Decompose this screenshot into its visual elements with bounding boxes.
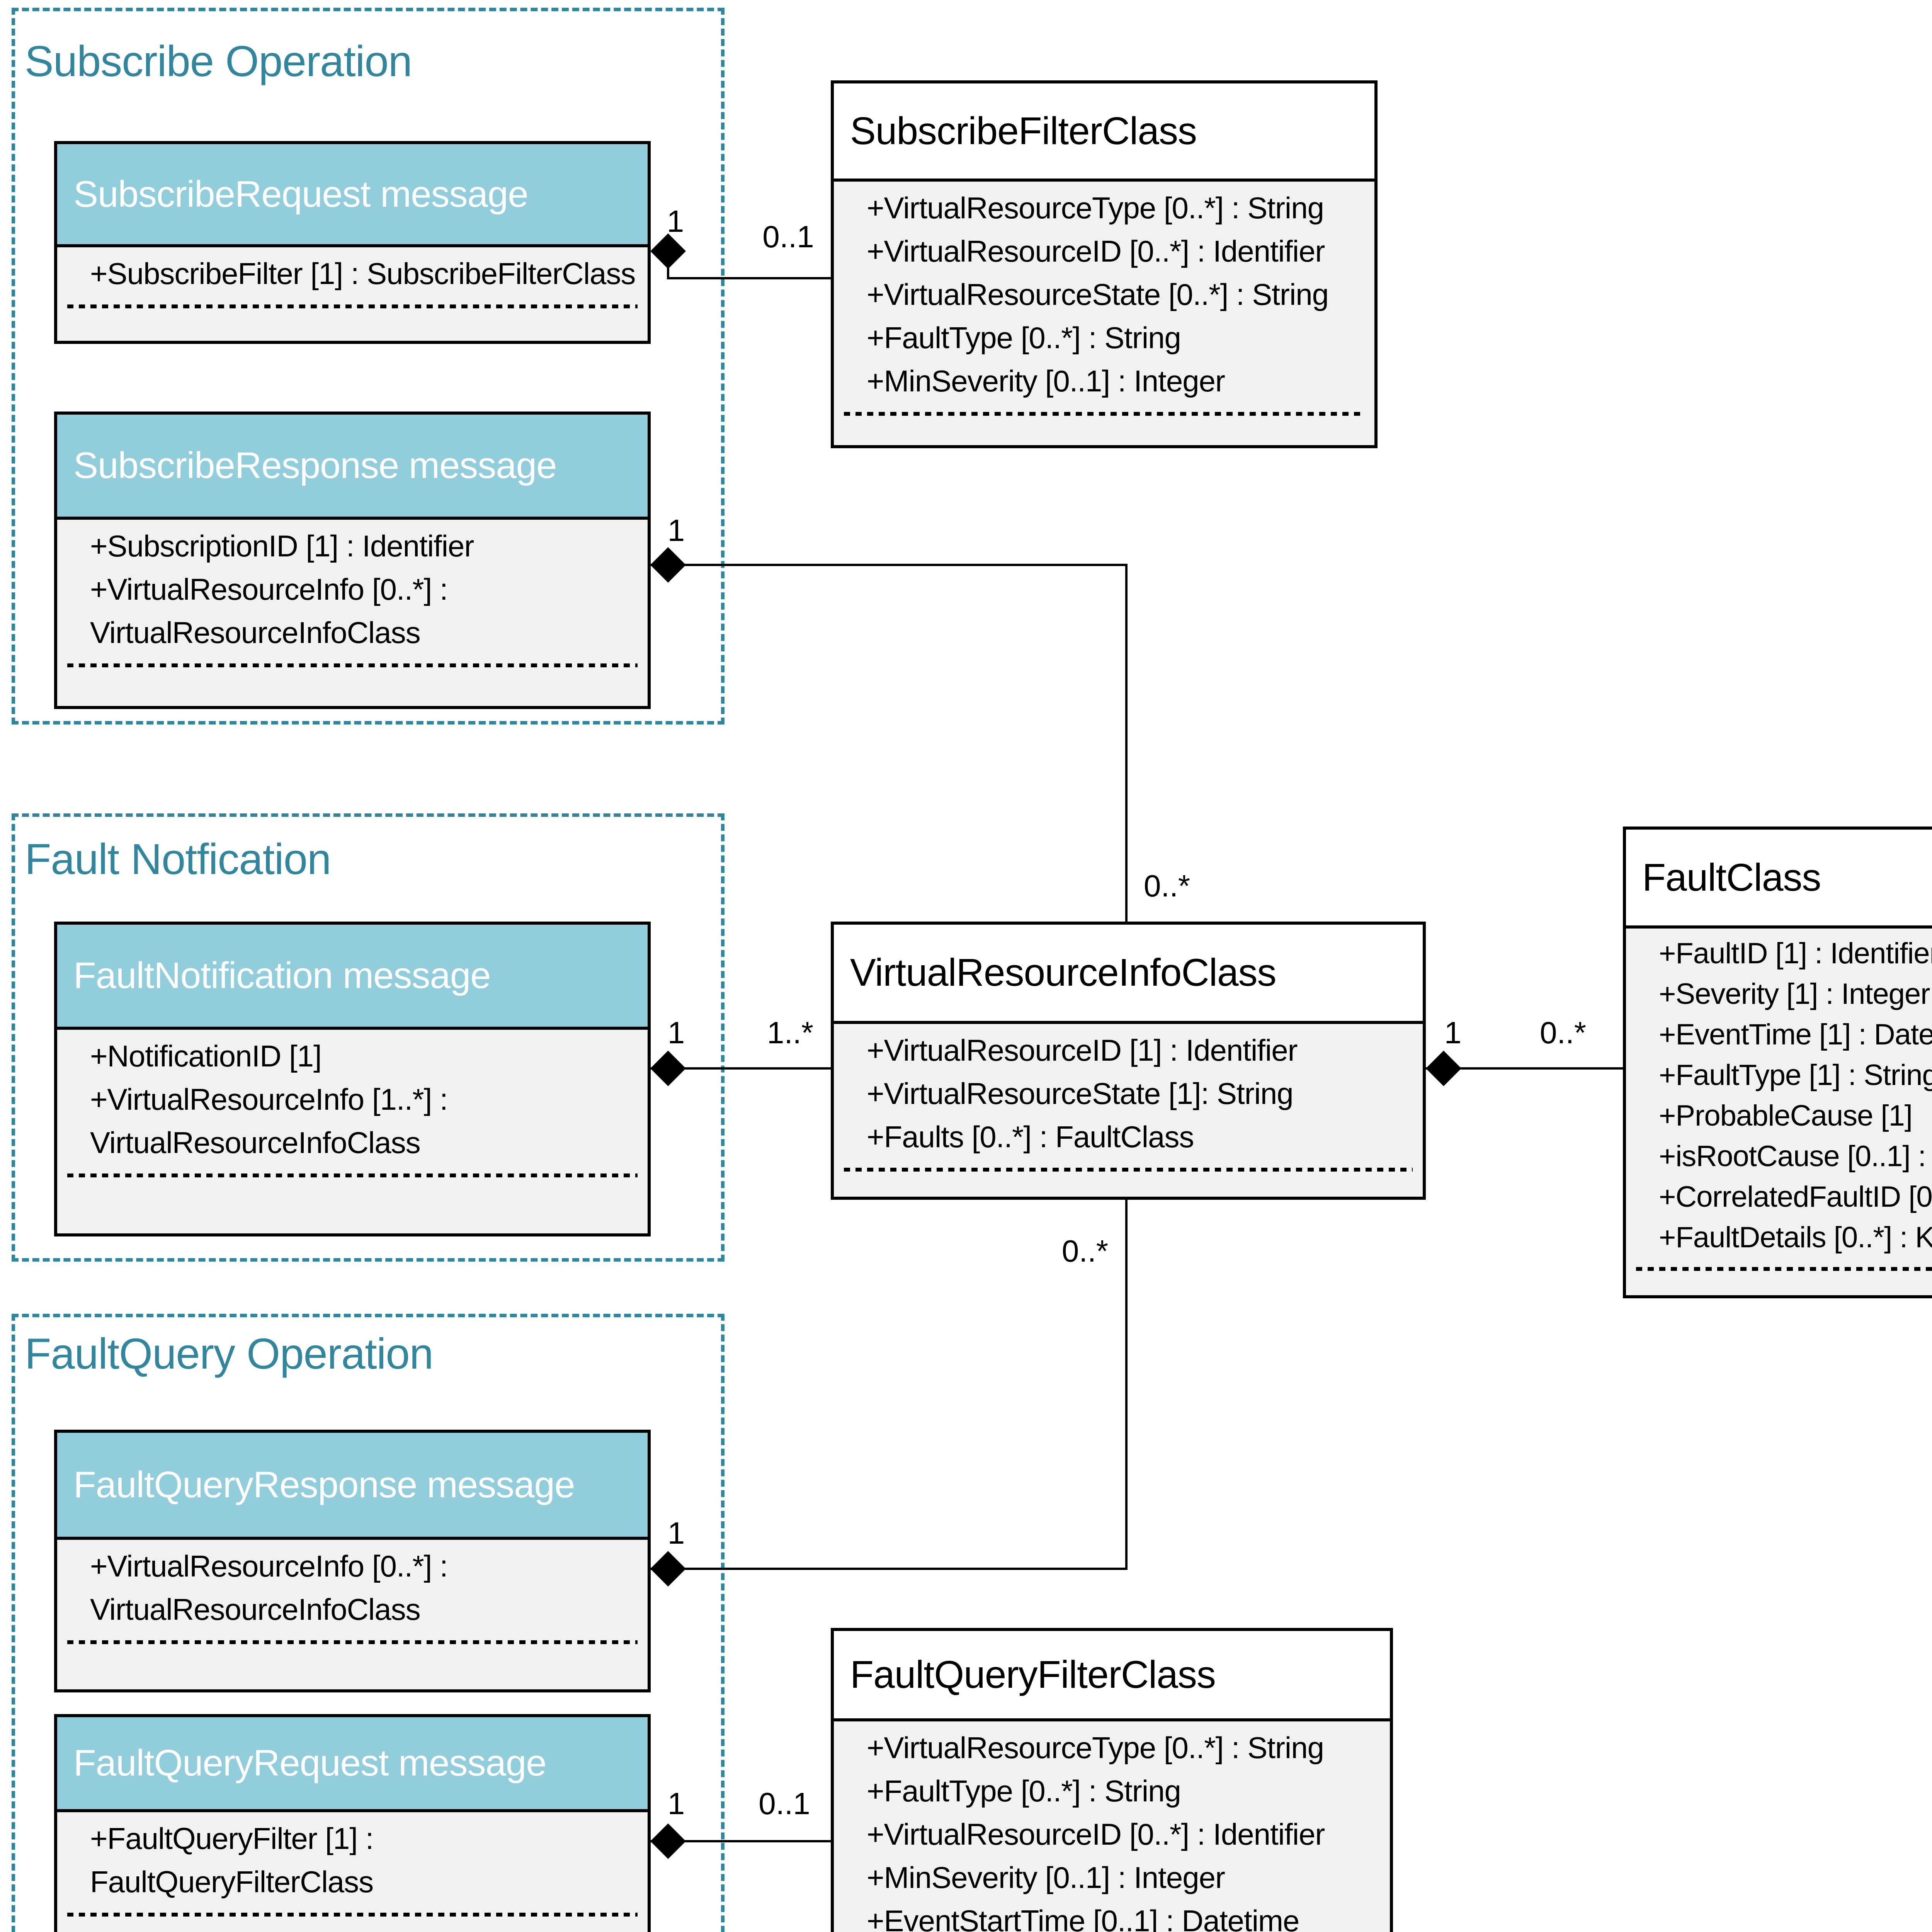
attribute: +Severity [1] : Integer — [1659, 978, 1930, 1010]
multiplicity-label: 0..1 — [762, 219, 814, 254]
multiplicity-label: 0..1 — [759, 1786, 810, 1821]
class-title: VirtualResourceInfoClass — [834, 925, 1423, 1024]
attribute: +VirtualResourceInfo [1..*] : — [90, 1082, 448, 1116]
class-faultquery-response-message: FaultQueryResponse message +VirtualResou… — [54, 1430, 651, 1692]
class-fault-notification-message: FaultNotification message +NotificationI… — [54, 922, 651, 1236]
class-attributes: +SubscriptionID [1] : Identifier +Virtua… — [57, 520, 648, 706]
compartment-divider — [844, 412, 1364, 416]
compartment-divider — [67, 1913, 638, 1917]
attribute: +isRootCause [0..1] : Boolean — [1659, 1140, 1932, 1173]
attribute: +MinSeverity [0..1] : Integer — [867, 1861, 1225, 1895]
compartment-divider — [67, 663, 638, 667]
attribute: VirtualResourceInfoClass — [90, 1592, 421, 1626]
section-title-fault-notification: Fault Notfication — [25, 835, 331, 883]
attribute: +CorrelatedFaultID [0..*] : Identifier — [1659, 1180, 1932, 1213]
class-attributes: +FaultID [1] : Identifier +Severity [1] … — [1626, 929, 1932, 1295]
class-attributes: +SubscribeFilter [1] : SubscribeFilterCl… — [57, 247, 648, 341]
attribute: +SubscribeFilter [1] : SubscribeFilterCl… — [90, 257, 636, 291]
class-faultquery-filter: FaultQueryFilterClass +VirtualResourceTy… — [831, 1628, 1393, 1932]
attribute: +MinSeverity [0..1] : Integer — [867, 364, 1225, 398]
class-virtual-resource-info: VirtualResourceInfoClass +VirtualResourc… — [831, 922, 1426, 1200]
attribute: +FaultID [1] : Identifier — [1659, 937, 1932, 970]
class-title: FaultQueryFilterClass — [834, 1631, 1390, 1721]
composition-diamond-icon — [1426, 1051, 1461, 1086]
class-faultquery-request-message: FaultQueryRequest message +FaultQueryFil… — [54, 1714, 651, 1932]
multiplicity-label: 0..* — [1144, 869, 1190, 903]
section-title-subscribe-operation: Subscribe Operation — [25, 37, 412, 85]
attribute: +VirtualResourceID [0..*] : Identifier — [867, 234, 1325, 268]
multiplicity-label: 0..* — [1062, 1234, 1108, 1268]
class-title: FaultClass — [1626, 830, 1932, 929]
attribute: +VirtualResourceID [1] : Identifier — [867, 1033, 1298, 1067]
class-title: SubscribeRequest message — [57, 144, 648, 247]
class-attributes: +VirtualResourceType [0..*] : String +Vi… — [834, 182, 1374, 445]
attribute: FaultQueryFilterClass — [90, 1865, 374, 1899]
attribute: +FaultType [1] : String — [1659, 1059, 1932, 1092]
attribute: +VirtualResourceInfo [0..*] : — [90, 1549, 448, 1583]
multiplicity-label: 1 — [1444, 1015, 1462, 1050]
attribute: +Faults [0..*] : FaultClass — [867, 1120, 1194, 1154]
multiplicity-label: 0..* — [1540, 1015, 1586, 1050]
attribute: +NotificationID [1] — [90, 1039, 322, 1073]
class-attributes: +VirtualResourceInfo [0..*] : VirtualRes… — [57, 1540, 648, 1689]
section-title-faultquery-operation: FaultQuery Operation — [25, 1330, 434, 1378]
class-title: SubscribeFilterClass — [834, 83, 1374, 182]
class-attributes: +VirtualResourceType [0..*] : String +Fa… — [834, 1721, 1390, 1932]
attribute: +EventStartTime [0..1] : Datetime — [867, 1904, 1299, 1932]
section-fault-notification — [12, 813, 724, 1262]
compartment-divider — [67, 304, 638, 308]
attribute: +VirtualResourceType [0..*] : String — [867, 191, 1324, 225]
attribute: +FaultQueryFilter [1] : — [90, 1821, 374, 1855]
class-title: FaultNotification message — [57, 925, 648, 1030]
class-subscribe-filter: SubscribeFilterClass +VirtualResourceTyp… — [831, 80, 1378, 448]
class-fault: FaultClass +FaultID [1] : Identifier +Se… — [1623, 827, 1932, 1298]
attribute: VirtualResourceInfoClass — [90, 616, 421, 650]
attribute: +FaultType [0..*] : String — [867, 321, 1181, 355]
class-attributes: +VirtualResourceID [1] : Identifier +Vir… — [834, 1024, 1423, 1197]
attribute: +VirtualResourceID [0..*] : Identifier — [867, 1817, 1325, 1851]
attribute: +SubscriptionID [1] : Identifier — [90, 529, 474, 563]
class-title: FaultQueryResponse message — [57, 1433, 648, 1540]
class-attributes: +FaultQueryFilter [1] : FaultQueryFilter… — [57, 1812, 648, 1932]
attribute: +VirtualResourceState [0..*] : String — [867, 277, 1329, 311]
class-subscribe-request-message: SubscribeRequest message +SubscribeFilte… — [54, 141, 651, 344]
attribute: VirtualResourceInfoClass — [90, 1126, 421, 1160]
compartment-divider — [67, 1173, 638, 1177]
multiplicity-label: 1..* — [767, 1015, 813, 1050]
section-subscribe-operation — [12, 8, 724, 724]
class-title: FaultQueryRequest message — [57, 1717, 648, 1812]
class-subscribe-response-message: SubscribeResponse message +SubscriptionI… — [54, 412, 651, 709]
attribute: +FaultType [0..*] : String — [867, 1774, 1181, 1808]
compartment-divider — [67, 1640, 638, 1644]
compartment-divider — [1636, 1267, 1932, 1271]
attribute: +ProbableCause [1] — [1659, 1099, 1913, 1132]
attribute: +VirtualResourceState [1]: String — [867, 1077, 1294, 1111]
attribute: +FaultDetails [0..*] : Key-Value pairs — [1659, 1221, 1932, 1254]
attribute: +EventTime [1] : Datetime — [1659, 1018, 1932, 1051]
section-faultquery-operation — [12, 1314, 724, 1932]
attribute: +VirtualResourceType [0..*] : String — [867, 1731, 1324, 1765]
class-title: SubscribeResponse message — [57, 415, 648, 520]
compartment-divider — [844, 1168, 1413, 1172]
class-attributes: +NotificationID [1] +VirtualResourceInfo… — [57, 1030, 648, 1233]
attribute: +VirtualResourceInfo [0..*] : — [90, 572, 448, 606]
